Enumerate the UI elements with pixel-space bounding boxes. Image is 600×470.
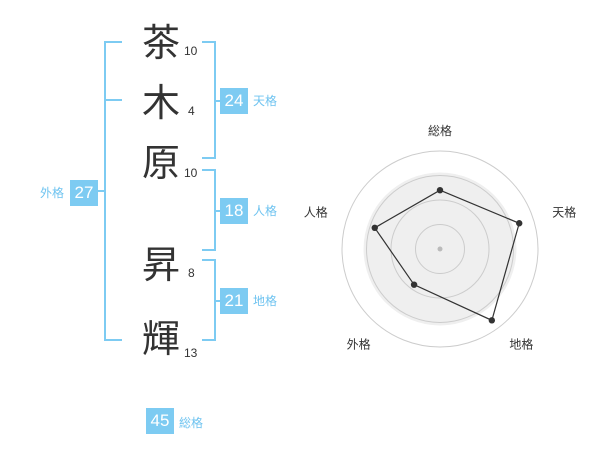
radar-axis-label-5: 人格 xyxy=(304,205,328,220)
soukaku-score: 45 xyxy=(146,408,174,434)
name-char-5: 輝 xyxy=(142,317,181,361)
radar-polygon xyxy=(373,189,520,322)
jinkaku-score: 18 xyxy=(220,198,248,224)
stroke-count-4: 8 xyxy=(188,266,195,280)
stroke-count-5: 13 xyxy=(184,346,198,360)
tenkaku-score: 24 xyxy=(220,88,248,114)
radar-axis-label-3: 地格 xyxy=(509,336,533,351)
radar-point-4 xyxy=(410,281,418,288)
stroke-count-2: 4 xyxy=(188,104,195,118)
gaikaku-bracket-tick xyxy=(104,99,122,101)
stroke-count-1: 10 xyxy=(184,44,198,58)
jinkaku-bracket-connector xyxy=(214,210,222,212)
radar-axis-label-1: 総格 xyxy=(428,123,452,138)
radar-point-5 xyxy=(371,224,378,232)
radar-ring-2 xyxy=(390,199,490,299)
name-char-3: 原 xyxy=(142,141,181,185)
chikaku-bracket-connector xyxy=(214,300,222,302)
chikaku-label: 地格 xyxy=(253,294,278,308)
radar-point-1 xyxy=(436,187,444,194)
gaikaku-label: 外格 xyxy=(40,186,65,200)
chikaku-score: 21 xyxy=(220,288,248,314)
radar-axis-label-4: 外格 xyxy=(347,336,371,351)
soukaku-label: 総格 xyxy=(179,416,204,430)
radar-point-3 xyxy=(488,317,496,324)
tenkaku-bracket-connector xyxy=(214,100,222,102)
name-char-2: 木 xyxy=(142,81,181,125)
radar-ring-3 xyxy=(366,175,514,323)
radar-axis-label-2: 天格 xyxy=(552,205,576,220)
radar-center-dot xyxy=(437,246,443,252)
radar-ring-4 xyxy=(341,150,539,348)
gaikaku-score: 27 xyxy=(70,180,98,206)
name-char-4: 昇 xyxy=(142,243,181,287)
jinkaku-label: 人格 xyxy=(253,204,278,218)
radar-point-2 xyxy=(516,220,523,227)
stroke-count-3: 10 xyxy=(184,166,198,180)
tenkaku-label: 天格 xyxy=(253,94,278,108)
gaikaku-bracket-connector xyxy=(98,190,106,192)
name-char-1: 茶 xyxy=(142,21,181,65)
radar-ring-1 xyxy=(415,224,465,274)
